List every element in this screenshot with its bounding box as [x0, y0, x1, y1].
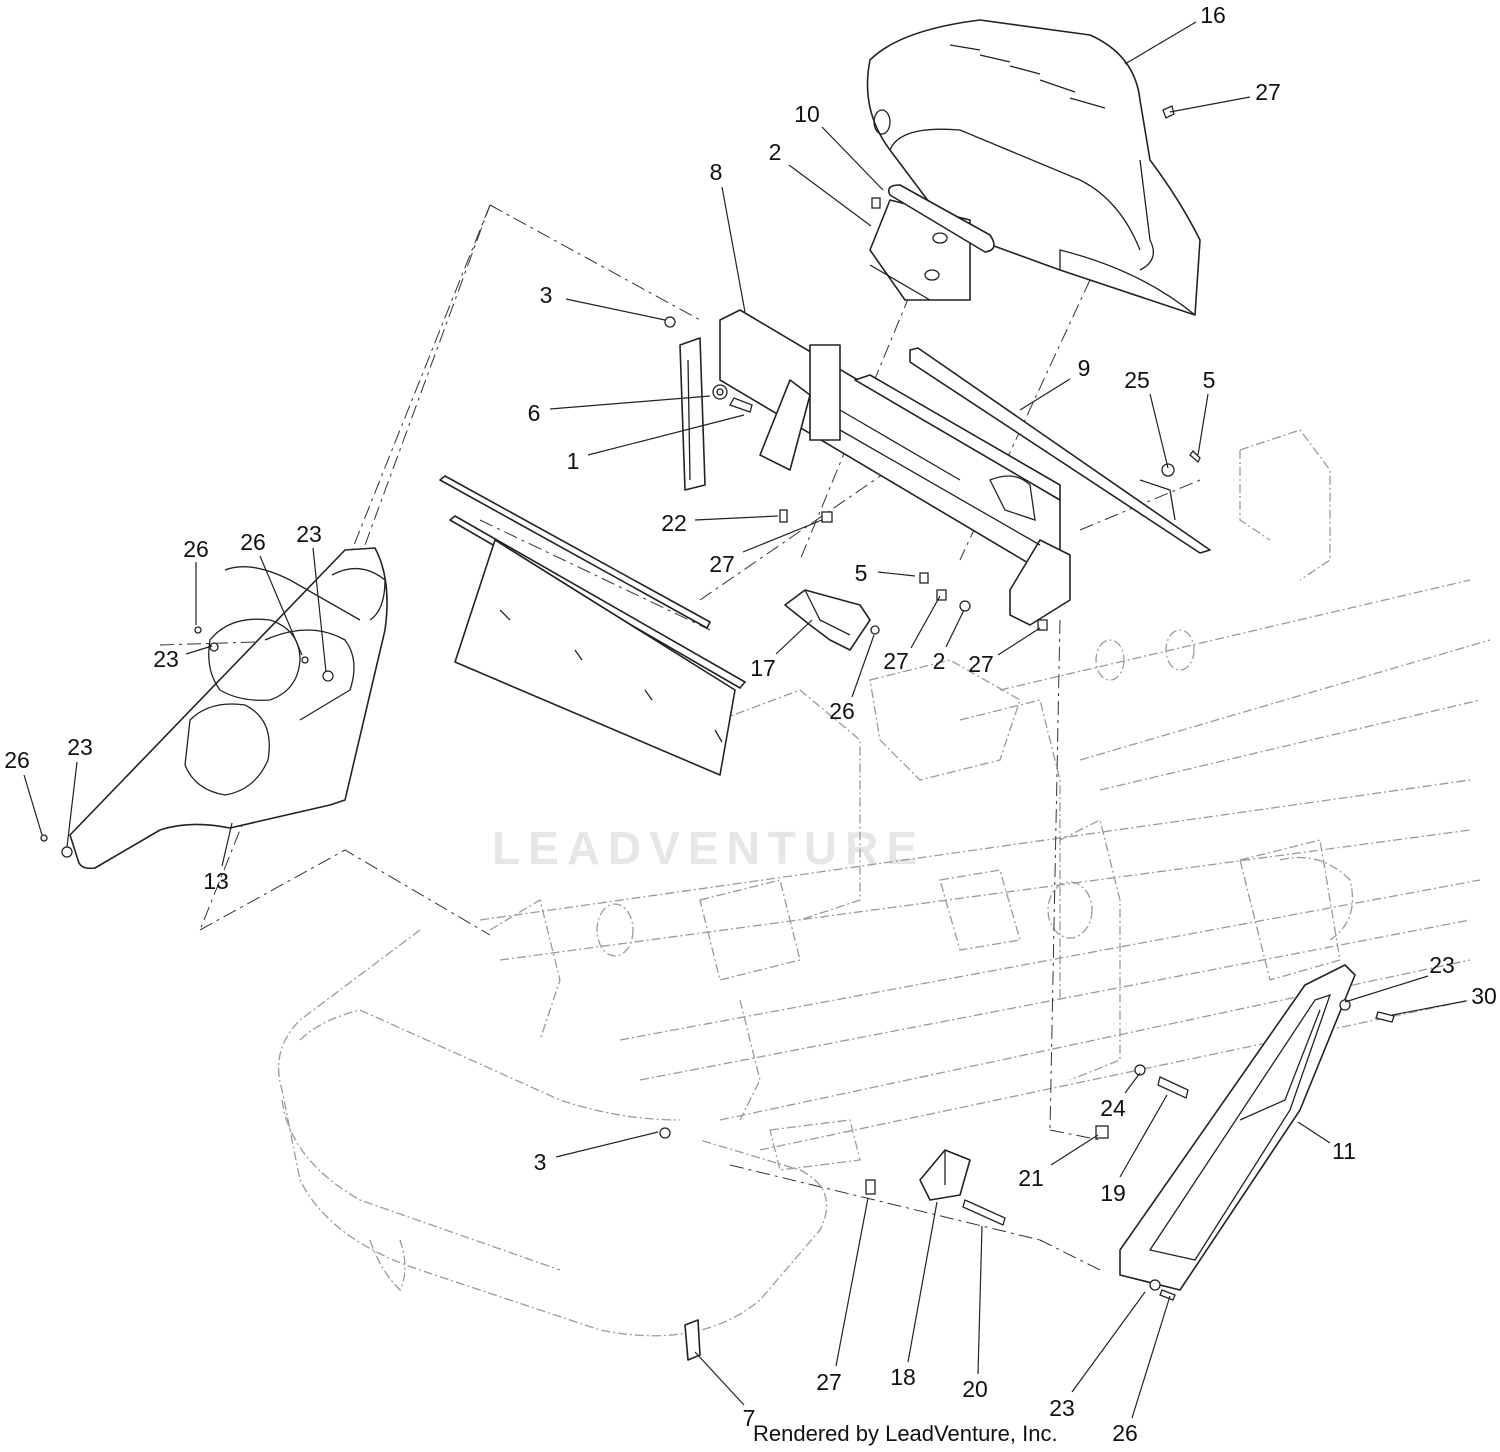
callout-label: 27: [1255, 79, 1281, 105]
callout-leader: [549, 395, 711, 410]
callout-label: 8: [710, 159, 723, 185]
callout-leader: [877, 571, 916, 577]
callout-label: 3: [534, 1149, 547, 1175]
part-17-bracket: [784, 589, 871, 651]
callout-leader: [835, 1197, 869, 1367]
callout-leader: [775, 619, 813, 655]
callout-leader: [312, 547, 327, 673]
callout-label: 5: [1203, 367, 1216, 393]
callout-label: 23: [153, 646, 179, 672]
callout-label: 19: [1100, 1180, 1126, 1206]
callout-label: 6: [528, 400, 541, 426]
part-7-tab: [684, 1319, 701, 1361]
callout-leader: [821, 126, 884, 191]
callout-leader: [788, 164, 872, 227]
callout-label: 11: [1332, 1138, 1356, 1164]
callout-label: 25: [1124, 367, 1150, 393]
chassis-frame: [278, 429, 1491, 1337]
part-16-seat-cover: [866, 19, 1201, 316]
callout-label: 23: [67, 734, 93, 760]
callout-leader: [565, 298, 666, 321]
part-11-right-panel: [1119, 964, 1356, 1291]
callout-label: 7: [743, 1405, 756, 1431]
callout-label: 23: [1049, 1395, 1075, 1421]
callout-label: 9: [1078, 355, 1091, 381]
callout-leader: [1131, 1295, 1171, 1419]
callout-leader: [910, 595, 941, 649]
callout-leader: [1297, 1121, 1331, 1144]
upright-bracket: [679, 337, 706, 491]
callout-label: 27: [709, 551, 735, 577]
callout-label: 20: [962, 1376, 988, 1402]
callout-leader: [1050, 1134, 1099, 1166]
callout-leader: [1344, 975, 1429, 1003]
part-13-left-cover: [69, 547, 388, 870]
callout-leader: [185, 645, 213, 655]
callout-label: 21: [1018, 1165, 1044, 1191]
callout-leader: [1124, 21, 1197, 65]
callout-label: 23: [296, 521, 322, 547]
callout-label: 27: [816, 1369, 842, 1395]
callout-label: 3: [540, 282, 553, 308]
watermark: LEADVENTURE: [492, 822, 925, 874]
callout-leader: [555, 1131, 659, 1158]
callout-label: 18: [890, 1364, 916, 1390]
callout-label: 1: [567, 448, 580, 474]
callout-leader: [259, 555, 303, 656]
callout-leader: [1197, 393, 1209, 456]
callout-leader: [66, 761, 78, 848]
callout-label: 26: [183, 536, 209, 562]
callout-leader: [997, 627, 1041, 656]
callout-leader: [742, 519, 823, 553]
callout-label: 23: [1429, 952, 1455, 978]
callout-label: 2: [769, 139, 782, 165]
callout-label: 26: [1112, 1420, 1138, 1446]
callout-leader: [694, 1351, 745, 1406]
callout-leader: [721, 186, 746, 313]
callout-label: 26: [4, 747, 30, 773]
callout-label: 27: [883, 648, 909, 674]
callout-leader: [851, 634, 875, 698]
part-10-hinge-bracket: [869, 184, 995, 301]
callout-leader: [694, 515, 779, 521]
hardware: [40, 105, 1395, 1301]
callout-leader: [907, 1201, 938, 1363]
side-panel: [439, 475, 746, 776]
callout-label: 2: [933, 648, 946, 674]
callout-leader: [1169, 96, 1251, 113]
callout-leader: [1149, 393, 1169, 469]
callout-label: 30: [1471, 983, 1497, 1009]
callout-label: 16: [1200, 2, 1226, 28]
callout-leader: [221, 822, 233, 867]
callout-leader: [945, 609, 965, 648]
callout-label: 17: [750, 655, 776, 681]
callout-label: 24: [1100, 1095, 1126, 1121]
callout-leader: [1124, 1072, 1141, 1094]
part-9-strip: [909, 347, 1211, 554]
callout-leader: [1019, 378, 1071, 411]
callout-leader: [1391, 1000, 1467, 1016]
callout-label: 26: [829, 698, 855, 724]
callout-label: 27: [968, 651, 994, 677]
callout-leader: [23, 774, 43, 836]
callout-label: 5: [855, 560, 868, 586]
callout-label: 22: [661, 510, 687, 536]
callout-leader: [977, 1225, 983, 1375]
callout-leader: [1071, 1291, 1146, 1393]
callout-label: 26: [240, 529, 266, 555]
callout-leader: [587, 414, 745, 456]
part-18-bracket: [919, 1149, 971, 1201]
callout-label: 13: [203, 868, 229, 894]
callout-leader: [1119, 1094, 1168, 1178]
part-8-seat-mount: [719, 309, 1071, 626]
callout-label: 10: [794, 101, 820, 127]
footer-credit: Rendered by LeadVenture, Inc.: [753, 1421, 1058, 1446]
